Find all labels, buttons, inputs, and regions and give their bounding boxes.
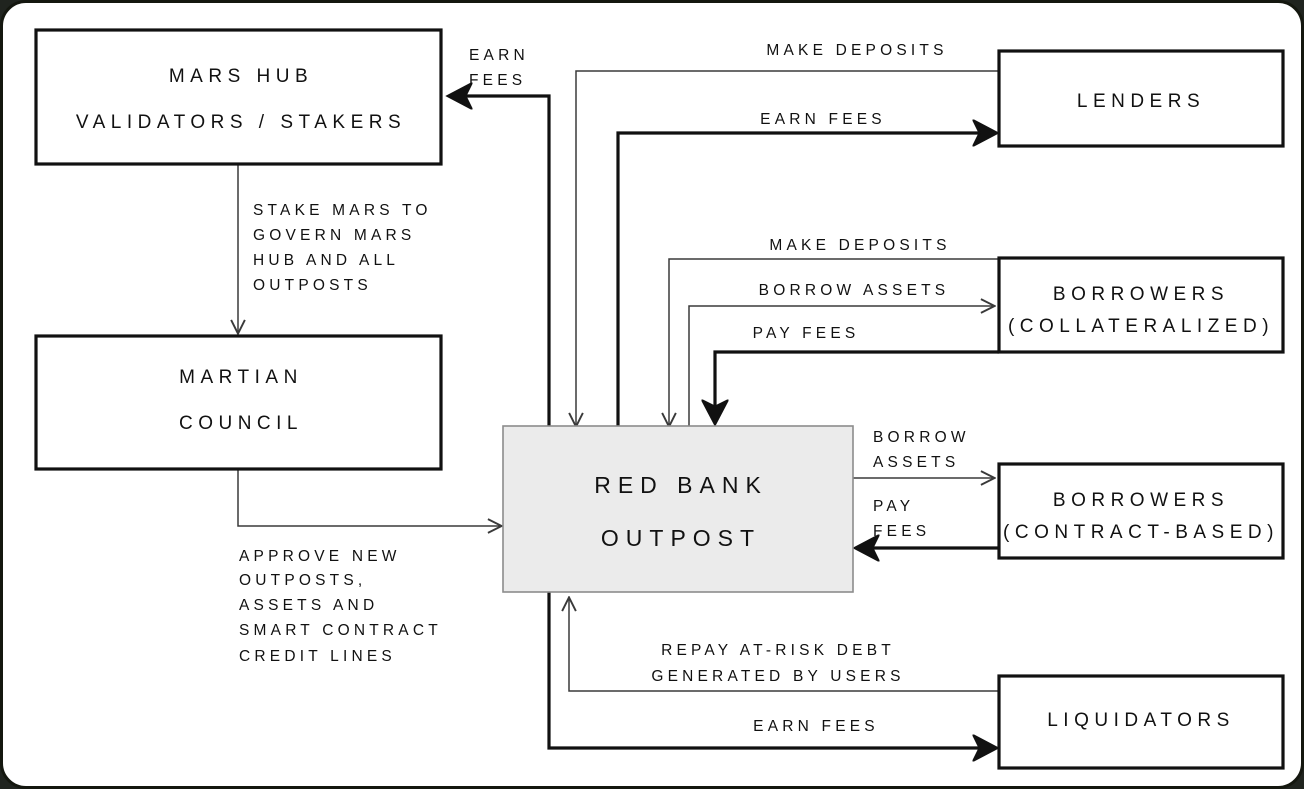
node-borrowers-contract-based[interactable]: BORROWERS (CONTRACT-BASED) [997, 462, 1285, 560]
node-liquidators-label: LIQUIDATORS [1047, 710, 1235, 731]
label-liquidators-repay: REPAY AT-RISK DEBT GENERATED BY USERS [651, 642, 904, 685]
node-liquidators-box [997, 674, 1285, 770]
node-red-bank-outpost-label-line1: RED BANK [594, 472, 768, 498]
connector-borrowers-borrow-assets [688, 306, 994, 427]
connector-borrowers-pay-fees [715, 350, 999, 421]
label-stake-mars-line2: GOVERN MARS [253, 227, 415, 244]
node-martian-council-label-line1: MARTIAN [179, 367, 303, 388]
label-earn-fees-hub: EARN FEES [469, 47, 529, 89]
node-red-bank-outpost[interactable]: RED BANK OUTPOST [502, 425, 854, 593]
label-lenders-make-deposits: MAKE DEPOSITS [766, 42, 947, 59]
node-mars-hub[interactable]: MARS HUB VALIDATORS / STAKERS [34, 28, 443, 166]
label-borrowers-make-deposits: MAKE DEPOSITS [769, 237, 950, 254]
node-lenders-box [997, 49, 1285, 148]
node-borrowers-contract-based-label-line1: BORROWERS [1053, 490, 1229, 511]
connector-borrowers-make-deposits [669, 258, 999, 426]
connector-lenders-earn-fees [616, 133, 994, 427]
node-mars-hub-label-line1: MARS HUB [169, 66, 313, 87]
label-borrowers-borrow-assets: BORROW ASSETS [759, 282, 950, 299]
node-martian-council-label-line2: COUNCIL [179, 413, 303, 434]
flow-diagram: MARS HUB VALIDATORS / STAKERS MARTIAN CO… [34, 28, 1285, 770]
node-lenders-label: LENDERS [1077, 91, 1205, 112]
label-borrowers-pay-fees: PAY FEES [753, 325, 860, 342]
label-approve-outposts-line5: CREDIT LINES [239, 648, 396, 665]
label-approve-outposts: APPROVE NEW OUTPOSTS, ASSETS AND SMART C… [239, 548, 442, 665]
label-earn-fees-hub-line2: FEES [469, 72, 526, 89]
node-red-bank-outpost-label-line2: OUTPOST [601, 525, 761, 551]
label-liquidators-repay-line2: GENERATED BY USERS [651, 668, 904, 685]
node-mars-hub-label-line2: VALIDATORS / STAKERS [76, 112, 406, 133]
label-contract-pay-fees: PAY FEES [873, 498, 930, 540]
label-contract-borrow-assets-line1: BORROW [873, 429, 970, 446]
label-approve-outposts-line1: APPROVE NEW [239, 548, 401, 565]
connector-lenders-make-deposits [576, 70, 999, 426]
label-stake-mars-line1: STAKE MARS TO [253, 202, 432, 219]
node-martian-council[interactable]: MARTIAN COUNCIL [34, 334, 443, 471]
label-earn-fees-hub-line1: EARN [469, 47, 529, 64]
node-lenders[interactable]: LENDERS [997, 49, 1285, 148]
label-liquidators-earn-fees: EARN FEES [753, 718, 879, 735]
label-stake-mars: STAKE MARS TO GOVERN MARS HUB AND ALL OU… [253, 202, 432, 294]
label-approve-outposts-line4: SMART CONTRACT [239, 622, 442, 639]
node-liquidators[interactable]: LIQUIDATORS [997, 674, 1285, 770]
label-stake-mars-line4: OUTPOSTS [253, 277, 372, 294]
label-contract-pay-fees-line1: PAY [873, 498, 914, 515]
node-red-bank-outpost-box [502, 425, 854, 593]
node-mars-hub-box [34, 28, 443, 166]
node-borrowers-collateralized-label-line2: (COLLATERALIZED) [1008, 316, 1274, 337]
label-stake-mars-line3: HUB AND ALL [253, 252, 399, 269]
label-approve-outposts-line3: ASSETS AND [239, 597, 378, 614]
node-martian-council-box [34, 334, 443, 471]
label-lenders-earn-fees: EARN FEES [760, 111, 886, 128]
node-borrowers-collateralized[interactable]: BORROWERS (COLLATERALIZED) [997, 256, 1285, 354]
label-liquidators-repay-line1: REPAY AT-RISK DEBT [661, 642, 895, 659]
label-contract-borrow-assets: BORROW ASSETS [873, 429, 970, 471]
node-borrowers-collateralized-label-line1: BORROWERS [1053, 284, 1229, 305]
node-borrowers-contract-based-box [997, 462, 1285, 560]
connector-approve-outposts [237, 469, 501, 526]
label-approve-outposts-line2: OUTPOSTS, [239, 572, 366, 589]
node-borrowers-collateralized-box [997, 256, 1285, 354]
label-contract-borrow-assets-line2: ASSETS [873, 454, 959, 471]
connector-liquidators-earn-fees [547, 592, 994, 748]
node-borrowers-contract-based-label-line2: (CONTRACT-BASED) [1003, 522, 1279, 543]
connector-liquidators-repay [569, 598, 999, 692]
connector-earn-fees-hub [451, 96, 551, 427]
label-contract-pay-fees-line2: FEES [873, 523, 930, 540]
